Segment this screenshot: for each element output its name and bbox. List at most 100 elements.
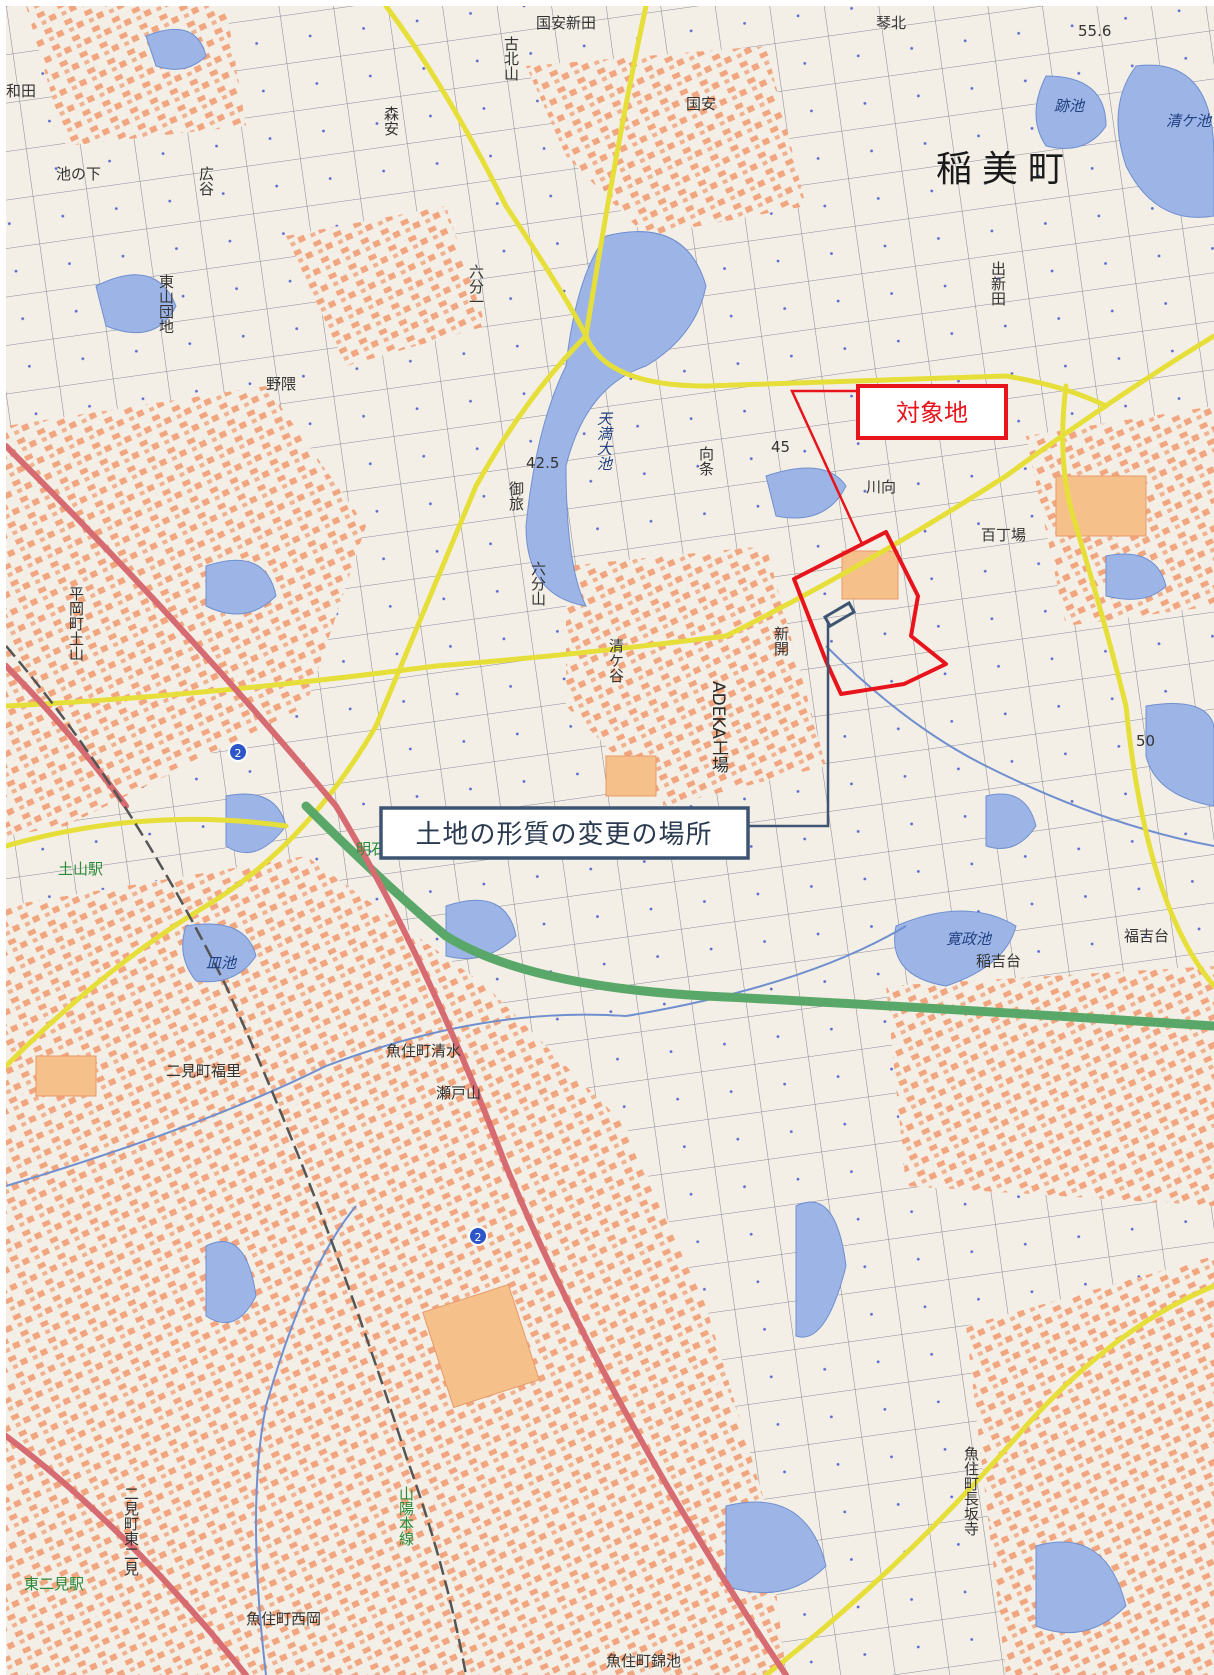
pond — [795, 1201, 847, 1338]
place-label: 琴北 — [876, 14, 906, 32]
pond-tenman — [525, 231, 707, 607]
place-label: 出新田 — [989, 261, 1007, 306]
place-label: 清ケ谷 — [607, 638, 625, 683]
spot-height: 42.5 — [526, 454, 559, 472]
place-label: 六分山 — [529, 561, 547, 606]
pond — [205, 559, 277, 615]
yellow-roads — [6, 6, 1214, 1675]
road — [6, 816, 289, 849]
residential-area — [566, 546, 826, 806]
road-route-2 — [6, 443, 789, 1675]
place-label: 野隈 — [266, 375, 296, 393]
residential-area — [886, 966, 1214, 1206]
target-site-label-box — [856, 384, 1008, 440]
pond — [1035, 1541, 1127, 1634]
target-site-callout[interactable]: 対象地 — [790, 384, 1008, 696]
residential-area — [526, 46, 806, 236]
change-area-leader-line — [746, 623, 830, 828]
water-label: 天満大池 — [595, 411, 614, 471]
road — [583, 333, 1109, 409]
water-label: 皿池 — [206, 954, 238, 972]
road — [6, 1433, 249, 1675]
place-label: 福吉台 — [1124, 927, 1169, 945]
target-site-boundary — [792, 530, 948, 696]
place-label: 森安 — [382, 106, 400, 136]
pond-kansei — [894, 910, 1017, 987]
place-label: 魚住町西岡 — [246, 1610, 321, 1628]
road — [763, 1283, 1214, 1675]
place-label: 百丁場 — [981, 526, 1026, 544]
pond — [95, 274, 177, 334]
place-label: 和田 — [6, 82, 36, 100]
pond — [145, 28, 207, 70]
place-label: 魚住町錦池 — [606, 1652, 681, 1670]
road — [1060, 383, 1214, 989]
topographic-map[interactable]: 2 2 稲美町 国安新田 琴北 和田 古北山 国安 森安 池の下 広谷 東山団地… — [6, 6, 1214, 1675]
place-label: 新開 — [772, 626, 790, 657]
route-shields: 2 2 — [228, 742, 488, 1246]
railway-line — [6, 645, 468, 1675]
route-shield-icon — [468, 1226, 488, 1246]
place-label: 古北山 — [502, 36, 520, 81]
place-label: 御旅 — [507, 481, 525, 512]
river — [6, 925, 907, 1187]
place-label: 国安 — [686, 95, 716, 113]
target-site-leader-line — [790, 389, 865, 547]
pond — [765, 467, 847, 519]
pond — [205, 1241, 257, 1324]
place-label: 川向 — [866, 478, 896, 496]
town-label: 稲美町 — [936, 149, 1074, 190]
change-area-callout[interactable]: 土地の形質の変更の場所 — [379, 600, 857, 860]
place-label: 広谷 — [197, 166, 215, 196]
station-label: 土山駅 — [58, 860, 103, 878]
water-label: 跡池 — [1054, 97, 1086, 115]
route-shield-icon — [228, 742, 248, 762]
place-label: 稲吉台 — [976, 952, 1021, 970]
pond — [1145, 703, 1214, 807]
road — [6, 333, 1214, 709]
residential-area — [186, 1186, 426, 1406]
river — [255, 1205, 357, 1675]
road — [6, 6, 590, 1069]
station-label: 東二見駅 — [24, 1575, 84, 1593]
place-label: 二見町福里 — [166, 1062, 241, 1080]
road — [6, 663, 129, 809]
place-label: 魚住町長坂寺 — [962, 1446, 980, 1536]
place-label: 向条 — [697, 446, 715, 476]
factory-label: ADEKA工場 — [708, 681, 729, 774]
residential-area — [6, 386, 366, 836]
national-roads — [6, 443, 789, 1675]
place-label: 六分一 — [467, 264, 485, 309]
place-label: 瀬戸山 — [436, 1084, 481, 1102]
pond — [985, 793, 1037, 849]
water-label: 清ケ池 — [1166, 112, 1213, 130]
place-label: 平岡町土山 — [67, 586, 85, 661]
change-area-label: 土地の形質の変更の場所 — [415, 820, 712, 850]
change-area-label-box — [379, 806, 750, 860]
pond-ato — [1035, 75, 1107, 149]
pond-kiyogaike — [1117, 64, 1214, 218]
road — [583, 6, 649, 339]
factory-block — [35, 1055, 97, 1097]
residential-area — [286, 206, 486, 366]
pond — [725, 1501, 827, 1594]
spot-height: 55.6 — [1078, 22, 1111, 40]
spot-height: 50 — [1136, 732, 1155, 750]
place-label: 魚住町清水 — [386, 1042, 461, 1060]
route-shield-number: 2 — [475, 1231, 482, 1244]
railway-label: 山陽本線 — [397, 1486, 415, 1546]
factory-block — [605, 755, 657, 797]
place-label: 国安新田 — [536, 14, 596, 32]
expressway — [301, 801, 1214, 1031]
residential-area — [966, 1256, 1214, 1675]
pond — [1105, 553, 1167, 600]
factory-block — [422, 1283, 540, 1409]
target-site-label: 対象地 — [896, 399, 968, 427]
spot-height: 45 — [771, 438, 790, 456]
place-label: 二見町東二見 — [122, 1486, 140, 1577]
place-label: 東山団地 — [157, 274, 175, 334]
water-label: 寛政池 — [946, 930, 993, 948]
water-bodies — [95, 28, 1214, 1634]
route-shield-number: 2 — [235, 747, 242, 760]
place-label: 池の下 — [56, 165, 101, 183]
